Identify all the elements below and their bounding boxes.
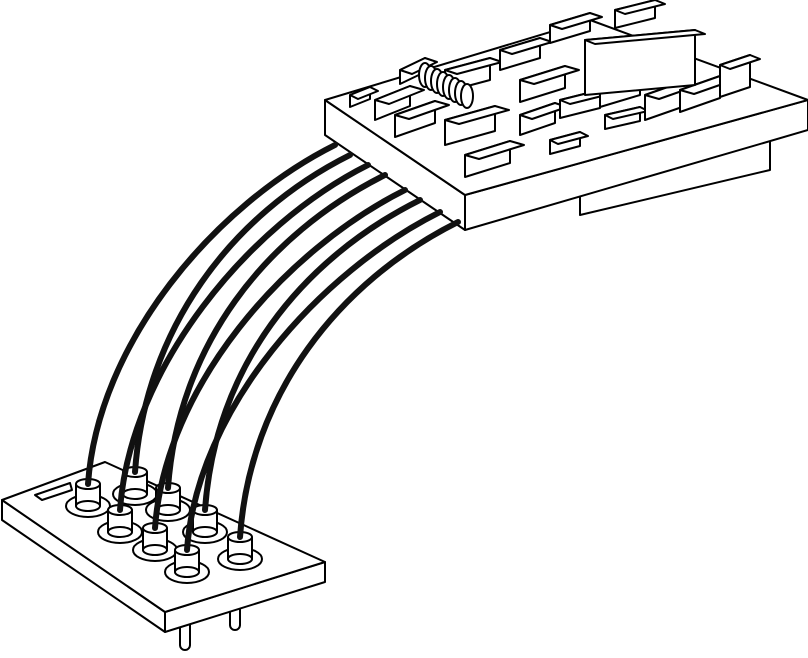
smd-component	[604, 106, 649, 130]
wire	[152, 187, 408, 531]
inductor-coil	[418, 62, 474, 109]
wire	[184, 209, 443, 553]
smd-component	[499, 37, 553, 71]
smd-component	[719, 54, 761, 98]
smd-component	[464, 140, 525, 178]
wire	[202, 197, 423, 513]
smd-component	[519, 102, 568, 136]
smd-component	[584, 29, 706, 96]
board-components	[349, 0, 761, 178]
wire	[132, 152, 353, 475]
connector-plug	[1, 461, 326, 651]
smd-component	[374, 85, 425, 121]
socket	[217, 531, 263, 571]
smd-component	[614, 0, 666, 29]
wires	[85, 142, 461, 553]
smd-component	[519, 65, 580, 103]
wire	[237, 219, 461, 540]
wire	[117, 162, 371, 513]
wire	[85, 142, 338, 487]
plug-marking	[34, 482, 73, 501]
smd-component	[394, 100, 450, 138]
smd-component	[549, 12, 603, 44]
smd-component	[549, 131, 589, 155]
circuit-board	[324, 0, 808, 231]
smd-component	[444, 105, 510, 146]
smd-component	[349, 86, 379, 108]
socket	[65, 478, 111, 518]
